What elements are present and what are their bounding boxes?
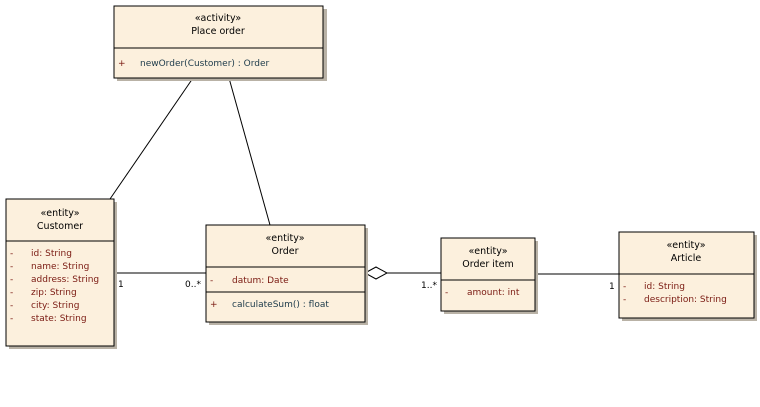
operation-item: calculateSum() : float bbox=[232, 300, 329, 310]
multiplicity-orderitem-end: 1..* bbox=[421, 281, 437, 291]
visibility-marker: - bbox=[623, 295, 626, 305]
class-customer[interactable]: «entity» Customer - id: String - name: S… bbox=[5, 198, 117, 349]
class-article[interactable]: «entity» Article - id: String - descript… bbox=[618, 231, 757, 321]
visibility-marker: - bbox=[10, 301, 13, 311]
attribute-item: city: String bbox=[31, 301, 79, 311]
aggregation-diamond bbox=[363, 266, 389, 280]
stereotype-label: «entity» bbox=[468, 246, 507, 257]
attribute-item: state: String bbox=[31, 314, 87, 324]
attribute-item: id: String bbox=[31, 249, 72, 259]
class-name: Order item bbox=[462, 259, 513, 270]
operation-item: newOrder(Customer) : Order bbox=[140, 59, 270, 69]
visibility-marker: - bbox=[10, 275, 13, 285]
class-order[interactable]: «entity» Order - datum: Date + calculate… bbox=[205, 224, 368, 325]
stereotype-label: «entity» bbox=[666, 240, 705, 251]
attribute-item: name: String bbox=[31, 262, 89, 272]
visibility-marker: - bbox=[10, 314, 13, 324]
class-place-order[interactable]: «activity» Place order + newOrder(Custom… bbox=[113, 5, 327, 81]
association-placeorder-order[interactable] bbox=[228, 77, 271, 226]
association-placeorder-customer[interactable] bbox=[109, 77, 194, 200]
class-name: Customer bbox=[37, 221, 83, 232]
attribute-item: amount: int bbox=[467, 288, 520, 298]
visibility-marker: - bbox=[623, 282, 626, 292]
attribute-item: address: String bbox=[31, 275, 99, 285]
visibility-marker: + bbox=[118, 59, 126, 69]
visibility-marker: + bbox=[210, 300, 218, 310]
visibility-marker: - bbox=[210, 276, 213, 286]
class-order-item[interactable]: «entity» Order item - amount: int bbox=[440, 237, 538, 314]
class-name: Article bbox=[671, 253, 702, 264]
multiplicity-article-end: 1 bbox=[609, 282, 615, 292]
stereotype-label: «entity» bbox=[40, 208, 79, 219]
visibility-marker: - bbox=[10, 288, 13, 298]
multiplicity-customer-end: 1 bbox=[118, 280, 124, 290]
visibility-marker: - bbox=[10, 262, 13, 272]
visibility-marker: - bbox=[445, 288, 448, 298]
attribute-item: description: String bbox=[644, 295, 727, 305]
attribute-item: zip: String bbox=[31, 288, 77, 298]
class-name: Place order bbox=[191, 26, 245, 37]
attribute-item: id: String bbox=[644, 282, 685, 292]
visibility-marker: - bbox=[10, 249, 13, 259]
stereotype-label: «activity» bbox=[195, 13, 242, 24]
attribute-item: datum: Date bbox=[232, 276, 289, 286]
multiplicity-order-end: 0..* bbox=[185, 280, 201, 290]
connectors bbox=[109, 77, 619, 280]
stereotype-label: «entity» bbox=[265, 233, 304, 244]
class-name: Order bbox=[272, 246, 299, 257]
